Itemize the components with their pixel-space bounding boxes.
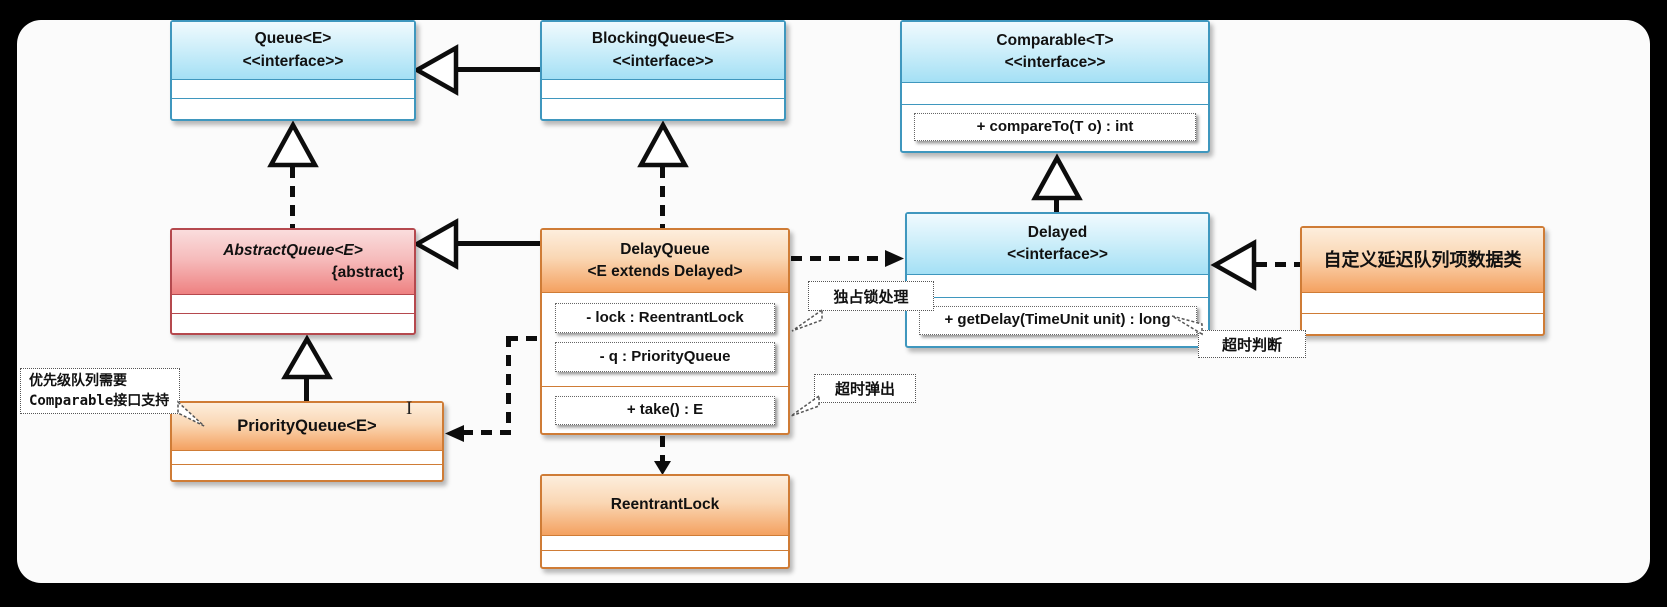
- class-header: 自定义延迟队列项数据类: [1302, 228, 1543, 292]
- generalization-line-priorityqueue-abstractqueue: [304, 376, 309, 401]
- class-name: DelayQueue: [620, 240, 710, 258]
- method-pill: + compareTo(T o) : int: [914, 113, 1196, 141]
- class-box-queue: Queue<E> <<interface>>: [170, 20, 416, 121]
- fields-compartment: [542, 535, 788, 550]
- filled-arrow-left-icon: [445, 425, 464, 442]
- fields-compartment: - lock : ReentrantLock - q : PriorityQue…: [542, 292, 788, 386]
- note-text: 超时判断: [1221, 337, 1282, 354]
- class-box-delayed: Delayed <<interface>> + getDelay(TimeUni…: [905, 212, 1210, 348]
- class-header: PriorityQueue<E>: [172, 403, 442, 450]
- class-header: BlockingQueue<E> <<interface>>: [542, 22, 784, 79]
- note-tail-icon: [1171, 315, 1203, 336]
- class-box-custom-item: 自定义延迟队列项数据类: [1300, 226, 1545, 336]
- field-pill: - q : PriorityQueue: [555, 342, 775, 372]
- methods-compartment: + compareTo(T o) : int: [902, 104, 1208, 151]
- note-priorityqueue: 优先级队列需要 Comparable接口支持: [20, 368, 180, 414]
- hollow-triangle-up-icon: [281, 334, 333, 380]
- methods-compartment: + take() : E: [542, 386, 788, 433]
- class-stereotype: <<interface>>: [1007, 246, 1108, 263]
- methods-compartment: [172, 98, 414, 119]
- dependency-line-delayqueue-priorityqueue-v: [506, 336, 511, 433]
- class-stereotype: <<interface>>: [242, 52, 344, 70]
- dependency-line-delayqueue-priorityqueue-h2: [462, 430, 511, 435]
- hollow-triangle-up-icon: [1031, 153, 1083, 201]
- note-tail-icon: [790, 394, 820, 417]
- class-name: BlockingQueue<E>: [591, 30, 735, 48]
- class-header: Queue<E> <<interface>>: [172, 22, 414, 79]
- field-pill: - lock : ReentrantLock: [555, 303, 775, 333]
- methods-compartment: [1302, 313, 1543, 334]
- realization-line-delayqueue-blockingqueue: [660, 167, 665, 228]
- methods-compartment: [542, 98, 784, 119]
- hollow-triangle-up-icon: [267, 120, 319, 168]
- class-box-abstractqueue: AbstractQueue<E> {abstract}: [170, 228, 416, 335]
- fields-compartment: [542, 79, 784, 98]
- text-cursor-icon: I: [406, 398, 413, 419]
- hollow-triangle-left-icon: [412, 218, 459, 270]
- methods-compartment: [542, 550, 788, 567]
- note-take: 超时弹出: [814, 374, 916, 403]
- class-header: Comparable<T> <<interface>>: [902, 22, 1208, 82]
- dependency-line-delayqueue-delayed: [791, 256, 885, 261]
- generalization-line-delayed-comparable: [1054, 196, 1059, 212]
- class-box-comparable: Comparable<T> <<interface>> + compareTo(…: [900, 20, 1210, 153]
- class-header: ReentrantLock: [542, 476, 788, 535]
- dependency-line-delayqueue-priorityqueue-h1: [507, 336, 540, 341]
- method-pill: + take() : E: [555, 396, 775, 425]
- methods-compartment: [172, 464, 442, 480]
- fields-compartment: [907, 274, 1208, 297]
- methods-compartment: [172, 313, 414, 333]
- hollow-triangle-left-icon: [412, 44, 459, 96]
- fields-compartment: [1302, 292, 1543, 313]
- fields-compartment: [172, 294, 414, 313]
- note-tail-icon: [177, 400, 205, 427]
- realization-line-customitem-delayed: [1256, 262, 1300, 267]
- class-box-blockingqueue: BlockingQueue<E> <<interface>>: [540, 20, 786, 121]
- methods-compartment: + getDelay(TimeUnit unit) : long: [907, 297, 1208, 346]
- fields-compartment: [172, 79, 414, 98]
- class-header: DelayQueue <E extends Delayed>: [542, 230, 788, 292]
- class-stereotype: <<interface>>: [1004, 54, 1106, 71]
- fields-compartment: [902, 82, 1208, 104]
- hollow-triangle-up-icon: [637, 120, 689, 168]
- generalization-line-delayqueue-abstractqueue: [454, 241, 540, 246]
- note-text-line1: 优先级队列需要: [29, 372, 127, 389]
- class-header: AbstractQueue<E> {abstract}: [172, 230, 414, 294]
- note-text: 独占锁处理: [833, 289, 909, 306]
- note-tail-icon: [791, 308, 823, 332]
- generalization-line-blockingqueue-queue: [454, 67, 540, 72]
- method-pill: + getDelay(TimeUnit unit) : long: [918, 306, 1197, 335]
- class-name: ReentrantLock: [610, 496, 720, 514]
- class-name: PriorityQueue<E>: [237, 416, 377, 435]
- class-stereotype: <<interface>>: [612, 52, 714, 70]
- dependency-line-delayqueue-reentrantlock: [660, 436, 665, 464]
- hollow-triangle-left-icon: [1210, 239, 1257, 291]
- filled-arrow-right-icon: [885, 250, 904, 267]
- realization-line-abstractqueue-queue: [290, 167, 295, 228]
- class-name: AbstractQueue<E>: [223, 241, 363, 259]
- class-box-priorityqueue: PriorityQueue<E>: [170, 401, 444, 482]
- class-header: Delayed <<interface>>: [907, 214, 1208, 274]
- class-name: Comparable<T>: [996, 31, 1114, 49]
- note-lock: 独占锁处理: [808, 281, 934, 311]
- note-text: 超时弹出: [834, 382, 895, 398]
- note-delay: 超时判断: [1198, 330, 1306, 358]
- filled-arrow-down-icon: [654, 461, 671, 475]
- class-box-delayqueue: DelayQueue <E extends Delayed> - lock : …: [540, 228, 790, 435]
- fields-compartment: [172, 450, 442, 464]
- class-type-param: <E extends Delayed>: [587, 263, 743, 280]
- class-name: 自定义延迟队列项数据类: [1323, 249, 1522, 270]
- note-text-line2: Comparable接口支持: [29, 393, 170, 409]
- class-box-reentrantlock: ReentrantLock: [540, 474, 790, 569]
- class-name: Delayed: [1027, 223, 1088, 241]
- class-name: Queue<E>: [254, 30, 332, 48]
- class-modifier: {abstract}: [331, 264, 404, 281]
